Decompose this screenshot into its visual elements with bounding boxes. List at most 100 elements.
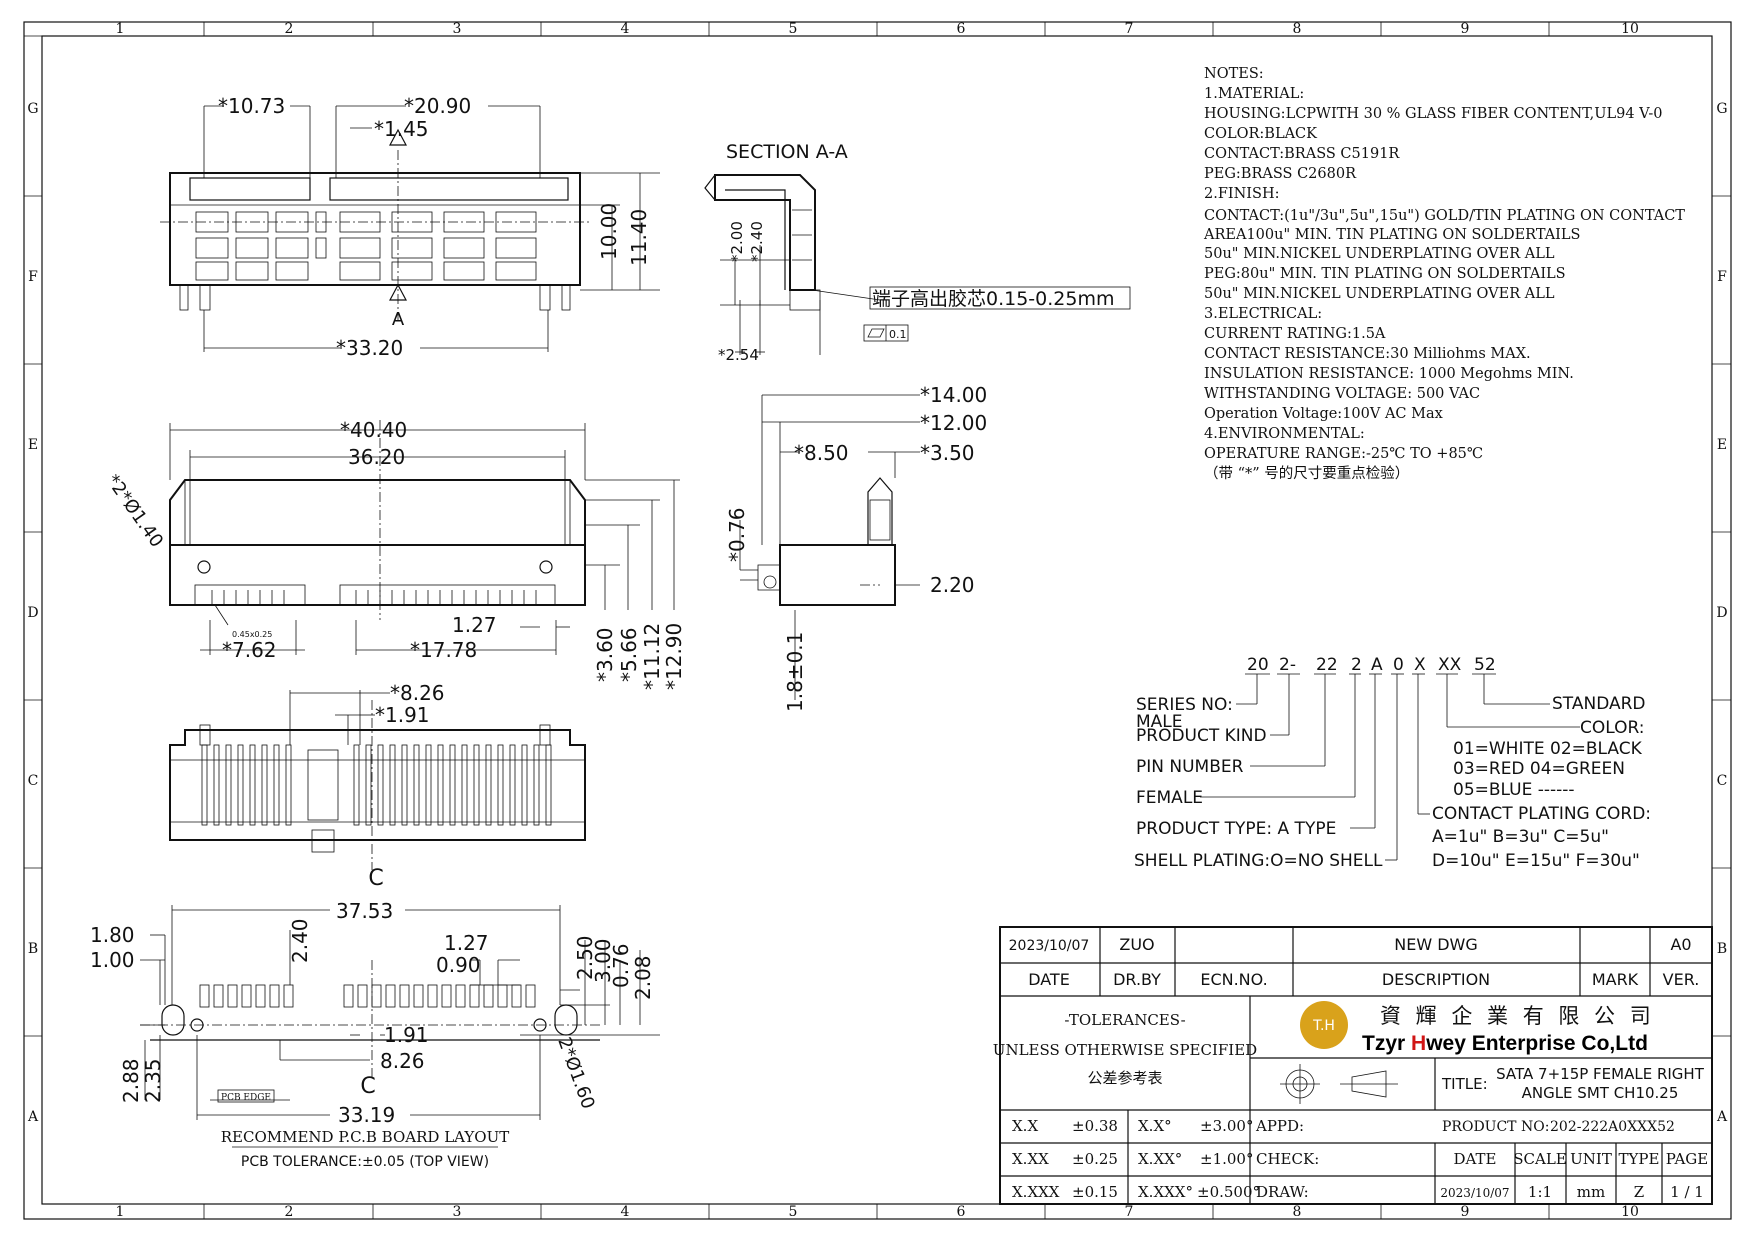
part-code: 20 2- 22 2 A 0 X XX 52 SERIES NO: MALE P… — [1134, 655, 1651, 871]
dim-text: *8.26 — [390, 681, 445, 705]
code-part: 22 — [1316, 655, 1338, 675]
code-part: 2- — [1279, 655, 1296, 675]
header-unit: UNIT — [1570, 1150, 1612, 1168]
value-date: 2023/10/07 — [1440, 1186, 1509, 1200]
note-line: INSULATION RESISTANCE: 1000 Megohms MIN. — [1204, 366, 1574, 382]
rev-date: 2023/10/07 — [1009, 938, 1090, 954]
note-line: WITHSTANDING VOLTAGE: 500 VAC — [1204, 386, 1480, 402]
header-page: PAGE — [1666, 1150, 1708, 1168]
dim-text: 0.90 — [436, 953, 481, 977]
dim-text: *17.78 — [410, 638, 477, 662]
dim-text: 33.19 — [338, 1103, 395, 1127]
pcb-title: RECOMMEND P.C.B BOARD LAYOUT — [221, 1128, 509, 1146]
bottom-view: *8.26 *1.91 C — [169, 681, 586, 891]
col-label: 1 — [116, 21, 125, 37]
dim-text: 11.40 — [627, 209, 651, 266]
note-line: 3.ELECTRICAL: — [1204, 306, 1322, 322]
dim-text: 3.00 — [591, 938, 615, 983]
col-label: 9 — [1461, 21, 1470, 37]
dim-text: 1.27 — [452, 613, 497, 637]
row-label: D — [27, 605, 38, 621]
col-label: 10 — [1621, 21, 1639, 37]
tol-cell: ±0.500° — [1197, 1183, 1260, 1201]
row-label: G — [27, 101, 38, 117]
drawing-title-line2: ANGLE SMT CH10.25 — [1522, 1084, 1679, 1102]
note-line: CONTACT RESISTANCE:30 Milliohms MAX. — [1204, 346, 1531, 362]
col-label: 1 — [116, 1204, 125, 1220]
tol-cell: ±3.00° — [1200, 1117, 1253, 1135]
note-line: 50u" MIN.NICKEL UNDERPLATING OVER ALL — [1204, 286, 1555, 302]
col-label: 5 — [789, 21, 798, 37]
dim-text: *33.20 — [336, 336, 403, 360]
dim-text: 2.20 — [930, 573, 975, 597]
note-line: CURRENT RATING:1.5A — [1204, 326, 1386, 342]
dim-text: 2.08 — [631, 955, 655, 1000]
code-part: XX — [1438, 655, 1462, 675]
draw-label: DRAW: — [1256, 1183, 1309, 1201]
rev-version: A0 — [1670, 935, 1691, 954]
col-label: 8 — [1293, 21, 1302, 37]
company-name-en: Tzyr Hwey Enterprise Co,Ltd — [1362, 1032, 1648, 1055]
tol-cell: ±1.00° — [1200, 1150, 1253, 1168]
drawing-title-line1: SATA 7+15P FEMALE RIGHT — [1496, 1065, 1705, 1083]
top-view: *10.73 *20.90 *1.45 *33.20 10.00 11.40 A — [160, 94, 660, 360]
note-line: CONTACT:(1u"/3u",5u",15u") GOLD/TIN PLAT… — [1204, 208, 1685, 224]
col-label: 7 — [1125, 1204, 1134, 1220]
code-label: 03=RED 04=GREEN — [1453, 759, 1625, 779]
dim-text: 10.00 — [597, 203, 621, 260]
col-label: 4 — [621, 1204, 630, 1220]
tolerance-cn: 公差参考表 — [1087, 1069, 1162, 1087]
dim-text: *7.62 — [222, 638, 277, 662]
code-part: 52 — [1474, 655, 1496, 675]
tol-cell: X.XX — [1012, 1150, 1049, 1168]
note-line: OPERATURE RANGE:-25℃ TO +85℃ — [1204, 446, 1483, 462]
code-part: 2 — [1351, 655, 1362, 675]
row-label: G — [1716, 101, 1727, 117]
row-label: A — [27, 1109, 39, 1125]
code-label: STANDARD — [1552, 694, 1646, 714]
dim-text: *0.76 — [725, 507, 749, 562]
dim-text: 1.80 — [90, 923, 135, 947]
row-label: D — [1716, 605, 1727, 621]
note-line: 50u" MIN.NICKEL UNDERPLATING OVER ALL — [1204, 246, 1555, 262]
rev-by: ZUO — [1119, 935, 1154, 954]
pcb-edge-label: PCB EDGE — [221, 1093, 271, 1103]
header-ecn: ECN.NO. — [1200, 970, 1267, 989]
dim-text: 2*Ø1.60 — [553, 1035, 598, 1112]
note-line: 4.ENVIRONMENTAL: — [1204, 426, 1365, 442]
code-part: X — [1414, 655, 1426, 675]
dim-text: *2.40 — [748, 221, 766, 262]
row-label: C — [28, 773, 39, 789]
note-line: CONTACT:BRASS C5191R — [1204, 146, 1400, 162]
col-label: 4 — [621, 21, 630, 37]
col-label: 10 — [1621, 1204, 1639, 1220]
row-label: C — [1717, 773, 1728, 789]
col-label: 2 — [285, 21, 294, 37]
code-part: 0 — [1393, 655, 1404, 675]
note-line: COLOR:BLACK — [1204, 126, 1318, 142]
code-label: 05=BLUE ------ — [1453, 780, 1575, 800]
view-label: C — [360, 1074, 375, 1099]
tol-cell: ±0.25 — [1072, 1150, 1118, 1168]
dim-text: *11.12 — [640, 623, 664, 690]
dim-text: 1.8±0.1 — [783, 632, 807, 712]
code-label: A=1u" B=3u" C=5u" — [1432, 827, 1609, 847]
header-mark: MARK — [1592, 970, 1639, 989]
tolerance-title: -TOLERANCES- — [1064, 1011, 1185, 1029]
row-label: F — [1717, 269, 1727, 285]
col-label: 5 — [789, 1204, 798, 1220]
code-part: A — [1371, 655, 1383, 675]
note-line: 2.FINISH: — [1204, 186, 1280, 202]
dim-text: 2.88 — [119, 1058, 143, 1103]
row-label: E — [28, 437, 38, 453]
rev-description: NEW DWG — [1394, 935, 1478, 954]
note-line: AREA100u" MIN. TIN PLATING ON SOLDERTAIL… — [1203, 227, 1580, 243]
code-label: CONTACT PLATING CORD: — [1432, 804, 1651, 824]
tolerance-subtitle: UNLESS OTHERWISE SPECIFIED — [993, 1041, 1257, 1059]
code-label: MALE — [1136, 712, 1183, 732]
product-no: 202-222A0XXX52 — [1550, 1119, 1675, 1135]
row-label: F — [28, 269, 38, 285]
row-label: B — [1717, 941, 1727, 957]
row-label: B — [28, 941, 38, 957]
value-scale: 1:1 — [1528, 1183, 1552, 1201]
